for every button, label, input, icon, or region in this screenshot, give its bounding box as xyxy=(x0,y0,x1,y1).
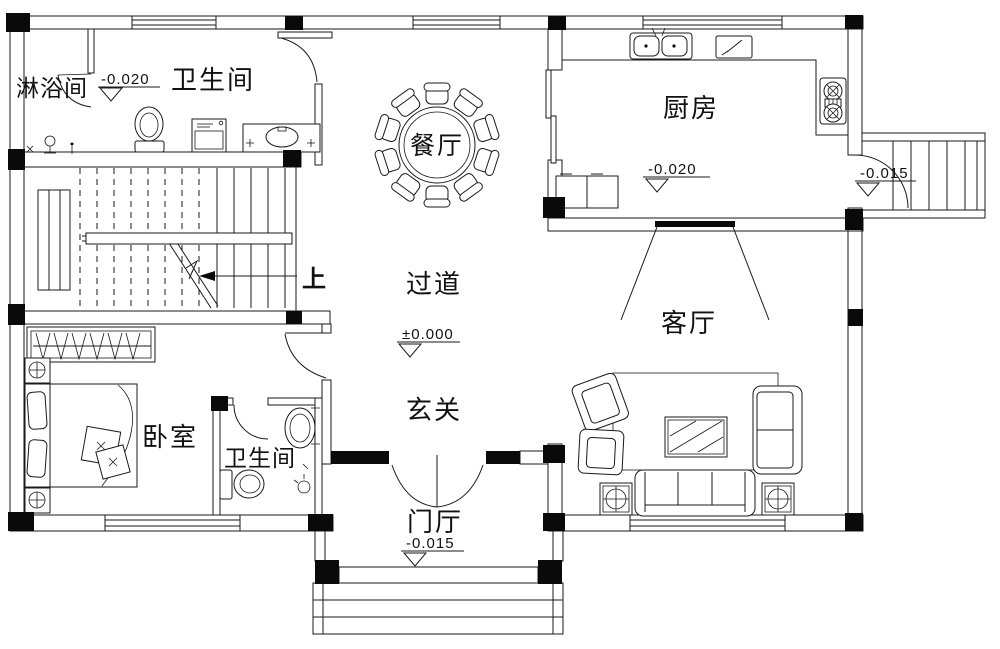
bed-cushions xyxy=(80,425,131,480)
upper-bath-door-arc xyxy=(280,37,318,83)
room-label-foyer: 门厅 xyxy=(407,507,463,537)
wardrobe xyxy=(26,326,156,363)
bedroom-furniture xyxy=(24,357,138,514)
window-stair-left xyxy=(37,189,71,291)
room-label-dining: 餐厅 xyxy=(410,132,464,160)
side-table-left xyxy=(599,482,633,516)
dining-chairs xyxy=(374,82,500,208)
side-table-right xyxy=(761,482,795,516)
elevation-foyer: -0.015 xyxy=(401,535,464,567)
double-entry-door xyxy=(391,455,484,508)
stair-handrail xyxy=(85,232,293,245)
lower-bath-door-arc xyxy=(233,404,269,440)
stair-break-line xyxy=(166,239,212,309)
kitchen-counter xyxy=(562,59,848,136)
svg-text:-0.015: -0.015 xyxy=(406,535,455,552)
room-labels: 淋浴间 卫生间 餐厅 厨房 过道 客厅 玄关 卧室 卫生间 门厅 xyxy=(16,65,719,537)
lower-bathroom xyxy=(219,404,320,500)
washing-machine xyxy=(191,118,227,153)
toilet-lower xyxy=(219,469,265,500)
sofa-three-seat xyxy=(634,469,756,517)
svg-text:-0.015: -0.015 xyxy=(860,165,909,182)
upper-bathroom xyxy=(26,73,321,154)
room-label-entry: 玄关 xyxy=(406,395,462,425)
shower-fixture-icons xyxy=(26,135,74,154)
room-label-bath-lower: 卫生间 xyxy=(224,445,296,471)
structural-columns xyxy=(6,13,863,584)
bed xyxy=(24,383,138,488)
toilet-upper xyxy=(134,106,165,153)
kitchen-side-door-arc xyxy=(854,154,909,209)
coffee-table xyxy=(664,416,728,458)
elevation-bath-upper: -0.020 xyxy=(98,71,160,102)
side-exterior-stairs xyxy=(861,132,986,219)
tv-wall-mark xyxy=(655,221,735,227)
window-top-2 xyxy=(412,15,501,30)
room-label-shower: 淋浴间 xyxy=(16,75,88,101)
svg-text:-0.020: -0.020 xyxy=(648,161,697,178)
porch xyxy=(312,566,564,635)
window-top-3 xyxy=(642,15,783,30)
entry-wall-right xyxy=(486,451,520,464)
room-label-kitchen: 厨房 xyxy=(663,93,719,123)
nightstand-top xyxy=(24,357,51,384)
kitchen-cabinet xyxy=(555,173,619,209)
kitchen-fixtures xyxy=(545,27,909,209)
nightstand-bottom xyxy=(24,487,51,514)
elevation-kitchen: -0.020 xyxy=(643,161,710,193)
foyer-entrance xyxy=(312,451,564,635)
floor-drain xyxy=(293,463,311,494)
bedroom-door xyxy=(284,332,327,379)
room-label-hallway: 过道 xyxy=(406,269,462,299)
window-top-1 xyxy=(131,15,217,30)
dining-table xyxy=(374,82,500,208)
kitchen-sink xyxy=(629,27,693,60)
armchair-2 xyxy=(577,428,625,476)
loveseat xyxy=(752,385,803,475)
svg-text:±0.000: ±0.000 xyxy=(402,326,454,343)
stair-up-arrow xyxy=(199,271,297,281)
room-label-bath-upper: 卫生间 xyxy=(171,65,255,95)
interior-stairs: 上 xyxy=(79,168,326,309)
shower-door-arc xyxy=(57,74,92,108)
window-bedroom-bottom xyxy=(104,514,241,532)
window-living-bottom xyxy=(629,514,786,532)
svg-text:-0.020: -0.020 xyxy=(101,71,150,88)
entry-wall-left xyxy=(331,451,389,464)
elevation-markers: -0.020 -0.020 -0.015 ±0.000 -0.015 xyxy=(98,71,916,567)
elevation-side-steps: -0.015 xyxy=(855,165,916,197)
kitchen-sliding-door xyxy=(545,69,557,164)
room-label-living: 客厅 xyxy=(661,308,717,338)
sink-lower xyxy=(284,404,320,449)
gas-stove xyxy=(819,77,847,125)
armchair-1 xyxy=(571,372,629,432)
windows xyxy=(37,15,786,532)
cutting-board xyxy=(715,35,753,59)
vanity-upper xyxy=(242,123,321,153)
stair-up-label: 上 xyxy=(302,266,326,293)
room-label-bedroom: 卧室 xyxy=(142,422,198,452)
elevation-hallway: ±0.000 xyxy=(397,326,460,358)
living-room xyxy=(571,221,803,517)
